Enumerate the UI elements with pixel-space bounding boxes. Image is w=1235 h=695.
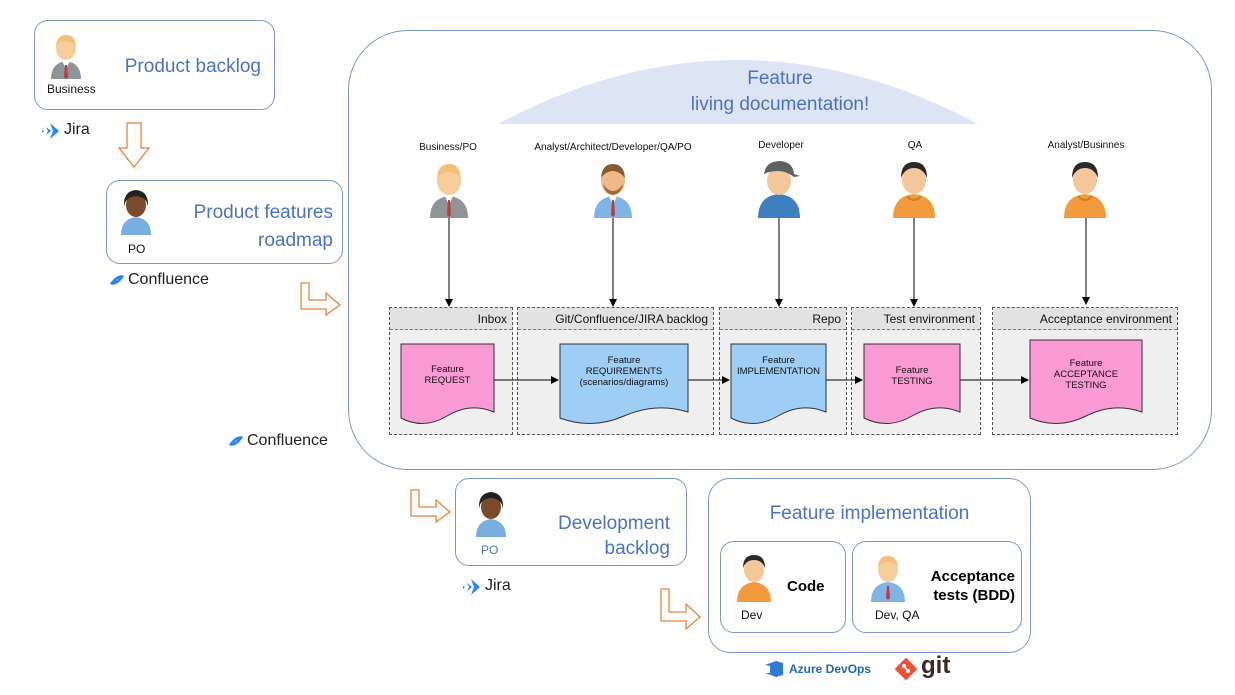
dev-label: Dev bbox=[741, 608, 763, 622]
dev-backlog-title-2: backlog bbox=[604, 538, 671, 559]
lane-header: Repo bbox=[720, 308, 846, 330]
feature-implementation-doc: Feature IMPLEMENTATION bbox=[731, 346, 826, 386]
doc-line: Feature bbox=[1069, 357, 1103, 369]
qa-avatar-icon bbox=[869, 552, 907, 602]
role-label: Business/PO bbox=[419, 142, 477, 153]
business-avatar-icon bbox=[427, 160, 471, 218]
lane-header: Inbox bbox=[390, 308, 512, 330]
qa-avatar-icon bbox=[891, 158, 937, 218]
roadmap-title-2: roadmap bbox=[258, 230, 333, 251]
confluence-logo-icon bbox=[109, 273, 125, 287]
developer-avatar-icon bbox=[756, 158, 802, 218]
azure-devops-label: Azure DevOps bbox=[789, 662, 872, 676]
product-backlog-box: Business Product backlog bbox=[34, 20, 275, 110]
jira-logo-icon bbox=[461, 578, 481, 596]
doc-line: TESTING bbox=[1065, 379, 1107, 391]
git-label: git bbox=[921, 652, 951, 679]
confluence-logo-icon bbox=[228, 434, 244, 448]
po-label: PO bbox=[128, 242, 146, 256]
code-box: Code Dev bbox=[720, 541, 846, 633]
down-arrow-icon bbox=[118, 122, 150, 168]
roadmap-title-1: Product features bbox=[193, 202, 333, 223]
azure-devops-icon bbox=[764, 660, 784, 678]
confluence-label-1: Confluence bbox=[128, 271, 209, 288]
role-label: QA bbox=[907, 140, 923, 151]
confluence-label-2: Confluence bbox=[247, 432, 328, 449]
feature-requirements-doc: Feature REQUIREMENTS (scenarios/diagrams… bbox=[560, 346, 688, 396]
jira-label: Jira bbox=[485, 577, 511, 594]
feature-impl-box: Feature implementation Code Dev Acceptan… bbox=[708, 478, 1031, 653]
po-label: PO bbox=[481, 543, 499, 557]
doc-line: Feature bbox=[607, 354, 641, 366]
dev-backlog-box: PO Development backlog bbox=[455, 478, 687, 566]
analyst-business-avatar-icon bbox=[1062, 158, 1108, 218]
living-doc-title-1: Feature bbox=[747, 68, 813, 89]
doc-line: (scenarios/diagrams) bbox=[579, 376, 669, 388]
bent-arrow-icon bbox=[660, 588, 702, 630]
doc-line: Feature bbox=[431, 364, 464, 375]
code-label: Code bbox=[787, 578, 825, 595]
doc-line: REQUIREMENTS bbox=[585, 365, 663, 377]
dev-qa-label: Dev, QA bbox=[875, 608, 920, 622]
lane-header: Test environment bbox=[852, 308, 980, 330]
git-logo-icon bbox=[893, 656, 919, 682]
roadmap-box: PO Product features roadmap bbox=[106, 180, 343, 264]
po-avatar-icon bbox=[472, 489, 510, 537]
lane-header: Git/Confluence/JIRA backlog bbox=[518, 308, 713, 330]
acceptance-label-1: Acceptance bbox=[930, 568, 1015, 585]
doc-line: Feature bbox=[762, 355, 795, 366]
analyst-avatar-icon bbox=[591, 160, 635, 218]
role-label: Developer bbox=[758, 140, 804, 151]
feature-impl-title: Feature implementation bbox=[769, 503, 970, 524]
acceptance-label-2: tests (BDD) bbox=[933, 587, 1015, 604]
doc-line: IMPLEMENTATION bbox=[736, 366, 821, 377]
lane-header: Acceptance environment bbox=[993, 308, 1177, 330]
po-avatar-icon bbox=[117, 187, 155, 235]
dev-avatar-icon bbox=[735, 552, 773, 602]
living-doc-title-2: living documentation! bbox=[690, 94, 870, 115]
doc-line: TESTING bbox=[891, 376, 933, 387]
business-avatar-icon bbox=[47, 31, 85, 79]
feature-testing-doc: Feature TESTING bbox=[864, 352, 960, 400]
acceptance-tests-box: Acceptance tests (BDD) Dev, QA bbox=[852, 541, 1022, 633]
feature-request-doc: Feature REQUEST bbox=[401, 348, 494, 402]
jira-logo-icon bbox=[40, 122, 60, 140]
doc-line: Feature bbox=[895, 365, 929, 376]
role-label: Analyst/Businnes bbox=[1047, 140, 1125, 151]
bent-arrow-icon bbox=[410, 489, 452, 523]
feature-acceptance-doc: Feature ACCEPTANCE TESTING bbox=[1030, 350, 1142, 398]
doc-line: REQUEST bbox=[424, 375, 471, 386]
product-backlog-title: Product backlog bbox=[124, 56, 261, 77]
role-label: Analyst/Architect/Developer/QA/PO bbox=[534, 142, 692, 153]
doc-arc bbox=[498, 58, 978, 124]
dev-backlog-title-1: Development bbox=[558, 513, 670, 534]
business-label: Business bbox=[47, 82, 96, 96]
doc-line: ACCEPTANCE bbox=[1053, 368, 1119, 380]
bent-arrow-icon bbox=[300, 282, 342, 316]
jira-label: Jira bbox=[64, 121, 90, 138]
